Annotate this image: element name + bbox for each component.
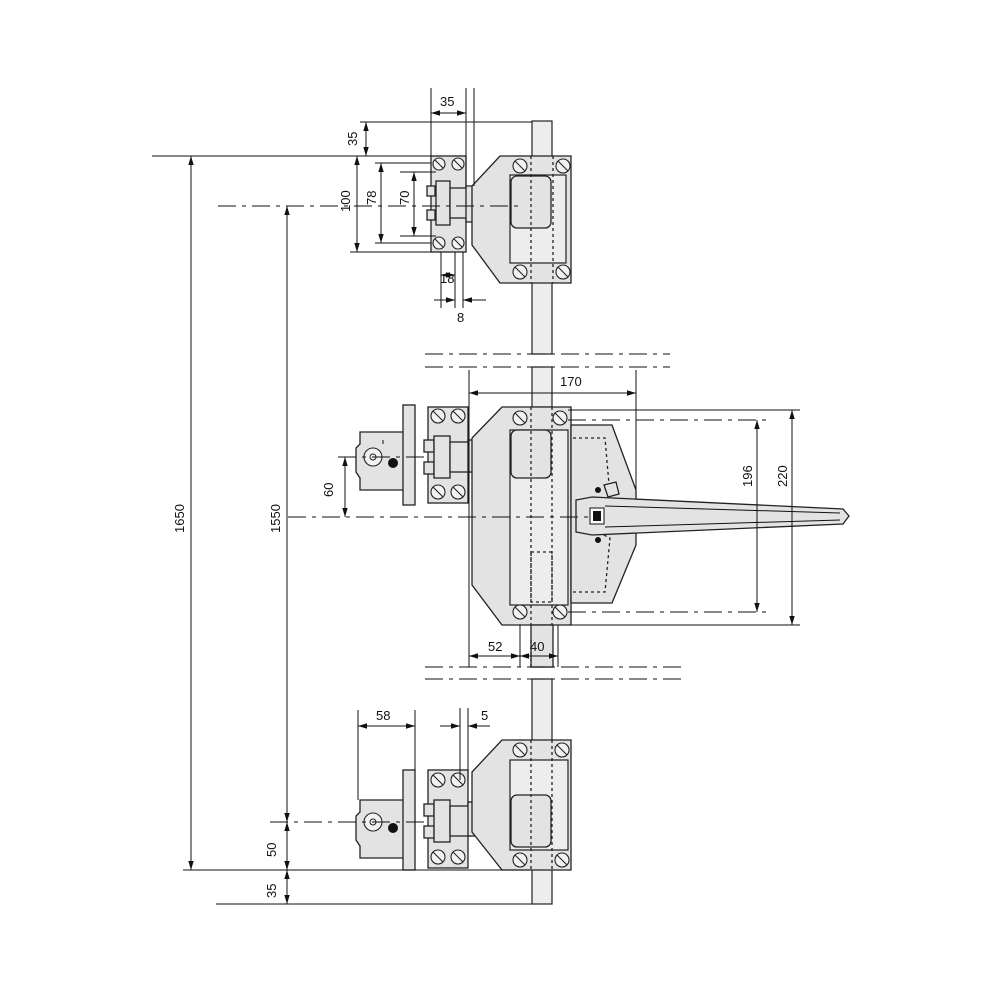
dim-total-1550: 1550 [268,504,283,533]
dim-offset-52: 52 [488,639,502,654]
dim-height-100: 100 [338,190,353,212]
dim-offset-60: 60 [321,483,336,497]
dim-height-220: 220 [775,465,790,487]
dim-bar-40: 40 [530,639,544,654]
handle-assembly [355,404,850,668]
dim-top-width: 35 [440,94,454,109]
dim-top-offset: 35 [345,132,360,146]
break-lines [425,353,682,680]
dim-height-70: 70 [397,191,412,205]
dimension-lines [188,110,795,904]
bottom-keeper-assembly [355,739,572,871]
dim-total-1650: 1650 [172,504,187,533]
dim-bottom-35: 35 [264,884,279,898]
dim-slot-8: 8 [457,310,464,325]
extension-lines [152,88,800,905]
dim-height-78: 78 [364,191,379,205]
top-keeper-assembly [426,155,572,284]
dim-gap-5: 5 [481,708,488,723]
dim-offset-50: 50 [264,843,279,857]
dim-width-170: 170 [560,374,582,389]
dim-keeper-58: 58 [376,708,390,723]
dim-height-196: 196 [740,465,755,487]
dim-slot-18: 18 [440,271,454,286]
dimension-labels: 35 35 100 78 70 18 8 1650 1550 60 170 19… [172,94,790,898]
